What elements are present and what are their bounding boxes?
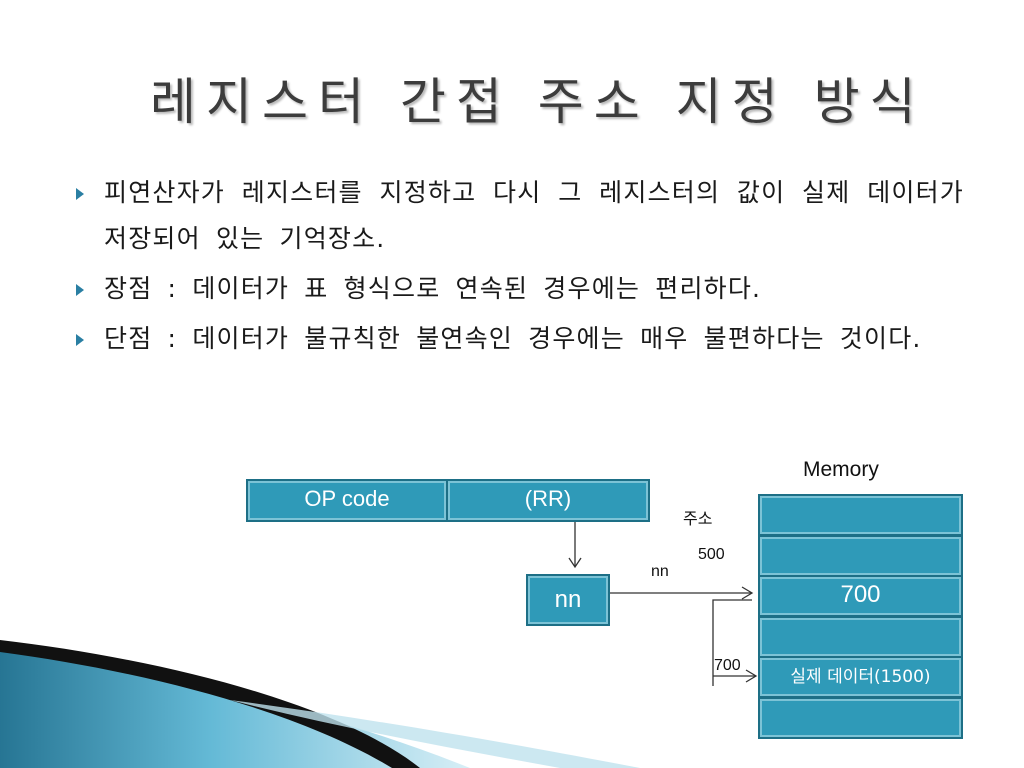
- operand-box: (RR): [446, 479, 650, 522]
- bullet-arrow-icon: [76, 284, 84, 296]
- bullet-item: 단점 : 데이터가 불규칙한 불연속인 경우에는 매우 불편하다는 것이다.: [74, 316, 964, 362]
- opcode-box: OP code: [246, 479, 448, 522]
- memory-cell: [758, 697, 963, 739]
- memory-cell-700-value: 실제 데이터(1500): [790, 667, 931, 687]
- bullet-arrow-icon: [76, 334, 84, 346]
- bullet-text: 장점 : 데이터가 표 형식으로 연속된 경우에는 편리하다.: [104, 274, 762, 303]
- memory-cell: [758, 535, 963, 577]
- register-value: nn: [554, 586, 582, 613]
- bullet-text: 피연산자가 레지스터를 지정하고 다시 그 레지스터의 값이 실제 데이터가 저…: [104, 178, 964, 253]
- pointer-label: nn: [651, 563, 669, 580]
- bullet-text: 단점 : 데이터가 불규칙한 불연속인 경우에는 매우 불편하다는 것이다.: [104, 324, 922, 353]
- address-500-label: 500: [698, 546, 725, 563]
- memory-cell-500: 700: [758, 575, 963, 617]
- bullet-list: 피연산자가 레지스터를 지정하고 다시 그 레지스터의 값이 실제 데이터가 저…: [74, 170, 964, 366]
- bullet-item: 피연산자가 레지스터를 지정하고 다시 그 레지스터의 값이 실제 데이터가 저…: [74, 170, 964, 262]
- memory-cell-700: 실제 데이터(1500): [758, 656, 963, 698]
- address-700-label: 700: [714, 657, 741, 674]
- memory-cell: [758, 494, 963, 536]
- address-label: 주소: [683, 509, 713, 528]
- opcode-label: OP code: [304, 486, 390, 511]
- bullet-item: 장점 : 데이터가 표 형식으로 연속된 경우에는 편리하다.: [74, 266, 964, 312]
- memory-label: Memory: [803, 458, 879, 481]
- operand-label: (RR): [524, 486, 572, 511]
- memory-cell-500-value: 700: [840, 581, 881, 608]
- bullet-arrow-icon: [76, 188, 84, 200]
- slide-title: 레지스터 간접 주소 지정 방식: [150, 73, 926, 131]
- memory-cell: [758, 616, 963, 658]
- register-box: nn: [526, 574, 610, 626]
